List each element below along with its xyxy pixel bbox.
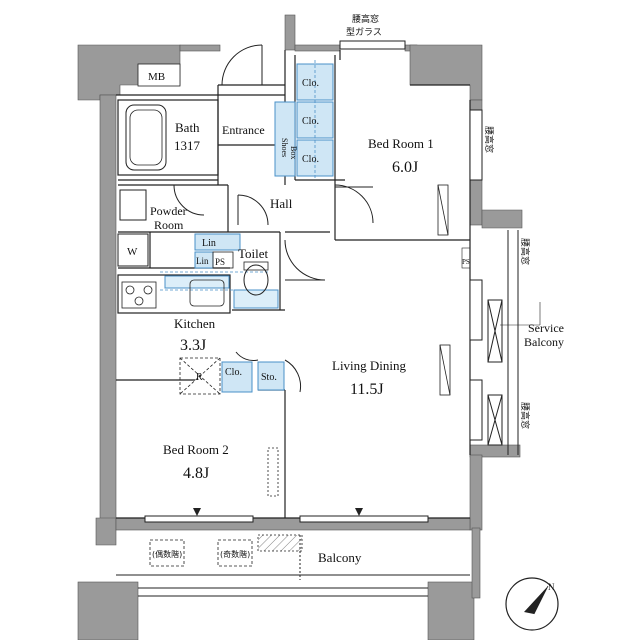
storage-label: Sto. [261, 372, 277, 383]
wall-top-a [294, 44, 341, 52]
hatch-even: (偶数階) [152, 549, 182, 559]
kitchen-sink-area [164, 275, 230, 289]
wall-bottom-right-side [471, 527, 481, 599]
bedroom1-name: Bed Room 1 [368, 136, 434, 151]
closet-br2 [221, 361, 253, 393]
kitchen-name: Kitchen [174, 316, 216, 331]
linen-label-1: Lin [202, 238, 216, 249]
balcony-hatches [149, 534, 303, 567]
powder-line2: Room [154, 218, 184, 232]
windows [144, 40, 483, 523]
bedroom1-size: 6.0J [392, 159, 418, 176]
linen-1 [194, 233, 241, 251]
kitchen-size: 3.3J [180, 337, 206, 354]
wall-right-mid [469, 179, 483, 226]
closet-label-2: Clo. [302, 116, 319, 127]
living-size: 11.5J [350, 381, 384, 398]
ps-label-small: PS [462, 258, 470, 266]
washer-label: W [127, 246, 138, 258]
compass-north: N [548, 582, 555, 592]
kitchen-sink [189, 279, 225, 307]
balcony-door-marker-2 [355, 508, 363, 516]
storage-blocks [164, 63, 334, 393]
window-note-top-1: 腰高窓 [352, 13, 379, 25]
linen-label-2: Lin [196, 256, 209, 266]
shoes-box-line1: Shoes [280, 138, 289, 157]
wall-right-sb [481, 209, 523, 229]
bedroom2-size: 4.8J [183, 465, 209, 482]
wardrobe-markers [267, 184, 451, 497]
wall-bottom-right-col [427, 581, 475, 640]
bath-name: Bath [175, 120, 200, 135]
wall-left [99, 94, 117, 526]
window-note-top-2: 型ガラス [346, 27, 382, 38]
service-balcony-line1: Service [528, 321, 564, 335]
wall-top-left [179, 44, 221, 52]
wall-right-bottom [469, 454, 483, 531]
storage-sto [257, 361, 285, 391]
hatch-odd: (奇数階) [220, 549, 250, 559]
window-note-br1: 腰高窓 [483, 126, 495, 153]
window-note-sb1: 腰高窓 [519, 238, 531, 265]
ps-box [212, 251, 234, 269]
bedroom2-name: Bed Room 2 [163, 442, 229, 457]
closet-br2-label: Clo. [225, 367, 242, 378]
wall-bottom-left-col [77, 581, 139, 640]
balcony-rail [116, 535, 470, 597]
balcony-label: Balcony [318, 550, 362, 565]
bath-tub [125, 104, 167, 171]
compass [505, 577, 559, 631]
service-balcony-rail [487, 230, 519, 455]
window-note-sb2: 腰高窓 [519, 402, 531, 429]
stove [121, 281, 157, 309]
hall-label: Hall [270, 196, 293, 211]
toilet-area [233, 289, 279, 309]
wall-left-bottom [95, 517, 117, 546]
ps-small [461, 247, 471, 269]
balcony-door-marker-1 [193, 508, 201, 516]
shoes-box-line2: Box [289, 146, 298, 159]
toilet-label: Toilet [238, 246, 269, 261]
wall-right-top [409, 44, 483, 101]
wall-top-mid [284, 14, 296, 51]
ps-label: PS [215, 257, 225, 267]
entrance-label: Entrance [222, 123, 265, 137]
service-balcony-line2: Balcony [524, 335, 564, 349]
mb-label: MB [148, 71, 165, 83]
wall-right-upper [469, 99, 483, 111]
living-name: Living Dining [332, 358, 407, 373]
toilet-bowl [243, 264, 269, 296]
closet-guides [160, 60, 316, 291]
closet-label-3: Clo. [302, 154, 319, 165]
closet-label-1: Clo. [302, 78, 319, 89]
fridge-space [179, 357, 221, 395]
bath-code: 1317 [174, 138, 201, 153]
fridge-label: R [196, 372, 203, 383]
washbasin [119, 189, 147, 221]
doors [173, 44, 374, 393]
washer [117, 233, 149, 267]
powder-line1: Powder [150, 204, 187, 218]
mb-box [137, 63, 181, 87]
labels: Bed Room 1 6.0J Bed Room 2 4.8J Living D… [127, 13, 564, 592]
shoes-box-block [274, 101, 296, 177]
